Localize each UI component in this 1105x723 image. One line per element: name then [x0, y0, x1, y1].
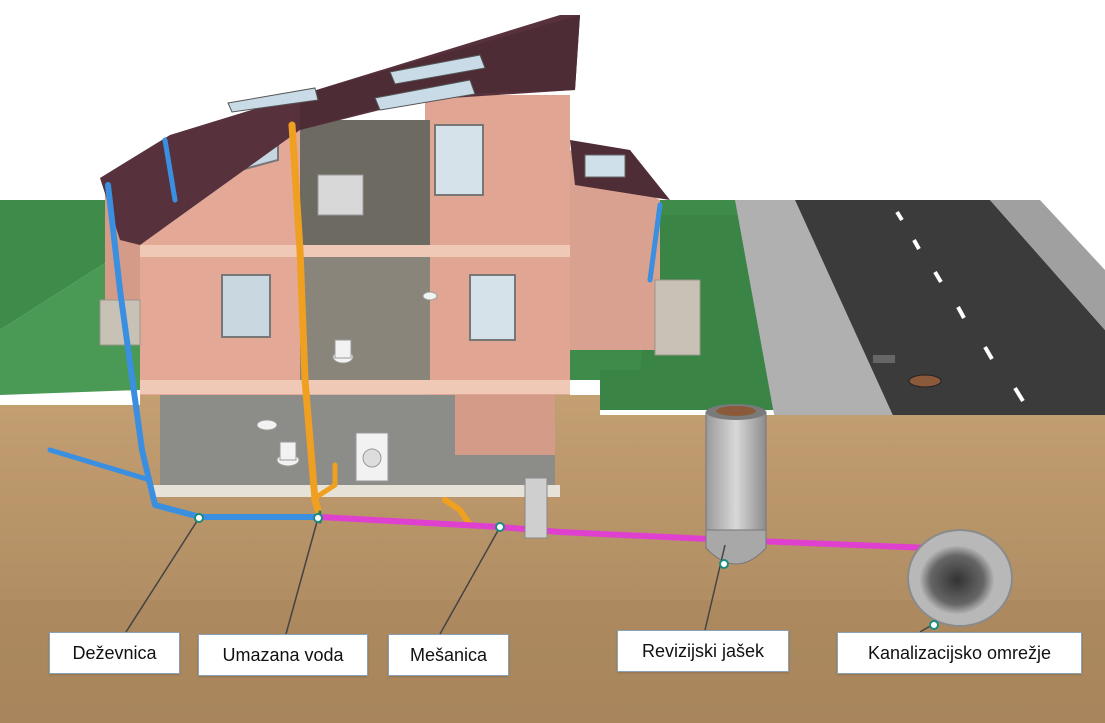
- pipes: [47, 121, 933, 551]
- label-rainwater-text: Deževnica: [72, 642, 157, 663]
- mixed-pipe: [317, 514, 933, 551]
- fixtures: [256, 174, 438, 482]
- basement-inspection-box: [524, 477, 548, 539]
- sewer-network-pipe: [907, 529, 1013, 627]
- road: [795, 200, 1105, 420]
- label-rainwater: Deževnica: [49, 632, 180, 674]
- rainwater-branch: [47, 447, 153, 483]
- rainwater-pipe-3: [647, 202, 663, 283]
- label-sewer-network-text: Kanalizacijsko omrežje: [867, 642, 1052, 663]
- label-mixed-text: Mešanica: [409, 644, 488, 665]
- label-inspection-shaft-text: Revizijski jašek: [641, 640, 765, 661]
- label-mixed: Mešanica: [388, 634, 509, 676]
- wastewater-branch: [312, 462, 338, 501]
- leader-dots: [194, 513, 939, 630]
- house: [100, 15, 580, 497]
- wastewater-branch-2: [442, 497, 473, 528]
- stairs: [99, 279, 701, 356]
- inspection-shaft: [705, 404, 767, 565]
- label-wastewater-text: Umazana voda: [222, 644, 344, 665]
- label-wastewater: Umazana voda: [198, 634, 368, 676]
- curb: [990, 200, 1105, 330]
- label-inspection-shaft: Revizijski jašek: [617, 630, 789, 672]
- rainwater-pipe-2: [162, 137, 178, 203]
- label-sewer-network: Kanalizacijsko omrežje: [837, 632, 1082, 674]
- street: [735, 200, 1105, 420]
- leader-lines: [125, 517, 933, 635]
- manhole-cover: [908, 374, 942, 388]
- sidewalk: [735, 200, 895, 420]
- wastewater-pipe: [288, 121, 324, 521]
- street-drain: [873, 355, 895, 363]
- neighbour-house: [570, 140, 670, 350]
- road-markings: [895, 210, 1025, 403]
